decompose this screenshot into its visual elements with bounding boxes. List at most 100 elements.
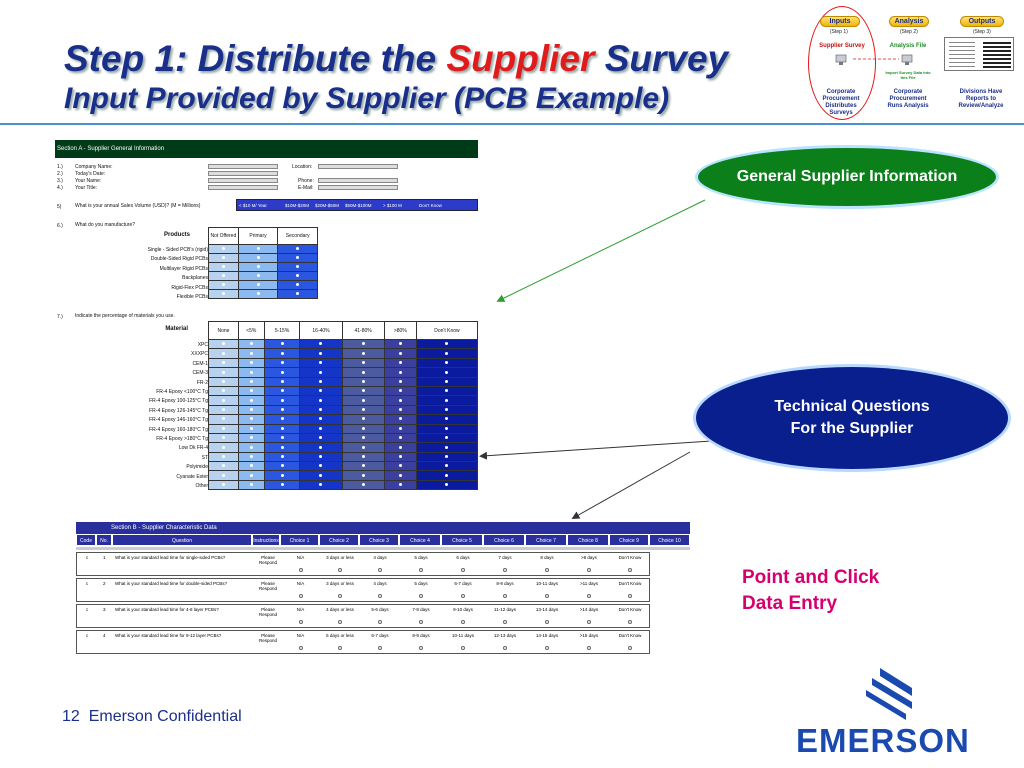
material-radio[interactable] — [299, 348, 343, 359]
material-radio[interactable] — [383, 338, 417, 350]
material-radio[interactable] — [415, 357, 479, 369]
material-radio[interactable] — [341, 414, 385, 425]
material-radio[interactable] — [263, 470, 301, 481]
material-radio[interactable] — [341, 442, 385, 453]
product-radio[interactable] — [208, 253, 239, 263]
sales-option[interactable]: < $10 M/ Year — [239, 203, 267, 208]
material-radio[interactable] — [341, 385, 385, 397]
material-radio[interactable] — [383, 479, 417, 491]
material-radio[interactable] — [415, 338, 479, 350]
choice-radio[interactable] — [419, 594, 423, 598]
material-radio[interactable] — [263, 376, 301, 387]
choice-radio[interactable] — [628, 620, 632, 624]
material-radio[interactable] — [383, 348, 417, 359]
choice-radio[interactable] — [503, 594, 507, 598]
material-radio[interactable] — [263, 461, 301, 472]
choice-radio[interactable] — [419, 646, 423, 650]
product-radio[interactable] — [237, 262, 279, 272]
material-radio[interactable] — [208, 404, 239, 416]
material-radio[interactable] — [415, 367, 479, 378]
date-field[interactable] — [208, 171, 278, 176]
material-radio[interactable] — [208, 376, 239, 387]
material-radio[interactable] — [383, 423, 417, 434]
material-radio[interactable] — [341, 395, 385, 406]
material-radio[interactable] — [237, 357, 265, 369]
product-radio[interactable] — [237, 244, 279, 254]
product-radio[interactable] — [277, 253, 318, 263]
material-radio[interactable] — [208, 479, 239, 491]
product-radio[interactable] — [237, 289, 279, 299]
product-radio[interactable] — [208, 280, 239, 290]
material-radio[interactable] — [263, 348, 301, 359]
title-field[interactable] — [208, 185, 278, 190]
choice-radio[interactable] — [545, 620, 549, 624]
material-radio[interactable] — [299, 404, 343, 416]
material-radio[interactable] — [263, 451, 301, 463]
product-radio[interactable] — [277, 289, 318, 299]
material-radio[interactable] — [415, 451, 479, 463]
choice-radio[interactable] — [298, 646, 303, 650]
choice-radio[interactable] — [587, 594, 591, 598]
material-radio[interactable] — [299, 395, 343, 406]
material-radio[interactable] — [237, 479, 265, 491]
material-radio[interactable] — [383, 414, 417, 425]
material-radio[interactable] — [383, 461, 417, 472]
material-radio[interactable] — [415, 376, 479, 387]
material-radio[interactable] — [341, 357, 385, 369]
sales-option[interactable]: $50M-$100M — [345, 203, 372, 208]
material-radio[interactable] — [208, 470, 239, 481]
sales-option[interactable]: Don't Know — [419, 203, 442, 208]
material-radio[interactable] — [299, 432, 343, 444]
product-radio[interactable] — [277, 244, 318, 254]
material-radio[interactable] — [415, 432, 479, 444]
material-radio[interactable] — [299, 442, 343, 453]
material-radio[interactable] — [383, 470, 417, 481]
choice-radio[interactable] — [298, 568, 303, 572]
material-radio[interactable] — [208, 348, 239, 359]
material-radio[interactable] — [237, 367, 265, 378]
material-radio[interactable] — [415, 414, 479, 425]
choice-radio[interactable] — [587, 646, 591, 650]
product-radio[interactable] — [237, 280, 279, 290]
choice-radio[interactable] — [628, 568, 632, 572]
material-radio[interactable] — [263, 414, 301, 425]
choice-radio[interactable] — [419, 620, 423, 624]
material-radio[interactable] — [299, 451, 343, 463]
choice-radio[interactable] — [587, 568, 591, 572]
material-radio[interactable] — [341, 404, 385, 416]
material-radio[interactable] — [341, 451, 385, 463]
material-radio[interactable] — [299, 461, 343, 472]
material-radio[interactable] — [415, 461, 479, 472]
material-radio[interactable] — [299, 479, 343, 491]
choice-radio[interactable] — [461, 594, 465, 598]
choice-radio[interactable] — [298, 620, 303, 624]
choice-radio[interactable] — [338, 646, 342, 650]
material-radio[interactable] — [263, 479, 301, 491]
material-radio[interactable] — [263, 385, 301, 397]
material-radio[interactable] — [299, 423, 343, 434]
choice-radio[interactable] — [378, 594, 382, 598]
material-radio[interactable] — [341, 461, 385, 472]
material-radio[interactable] — [208, 338, 239, 350]
material-radio[interactable] — [208, 414, 239, 425]
material-radio[interactable] — [383, 367, 417, 378]
material-radio[interactable] — [263, 357, 301, 369]
material-radio[interactable] — [237, 432, 265, 444]
choice-radio[interactable] — [587, 620, 591, 624]
material-radio[interactable] — [208, 367, 239, 378]
material-radio[interactable] — [208, 461, 239, 472]
choice-radio[interactable] — [419, 568, 423, 572]
material-radio[interactable] — [383, 442, 417, 453]
material-radio[interactable] — [208, 395, 239, 406]
choice-radio[interactable] — [378, 568, 382, 572]
material-radio[interactable] — [341, 348, 385, 359]
material-radio[interactable] — [237, 470, 265, 481]
material-radio[interactable] — [237, 461, 265, 472]
material-radio[interactable] — [341, 470, 385, 481]
material-radio[interactable] — [299, 367, 343, 378]
product-radio[interactable] — [237, 253, 279, 263]
material-radio[interactable] — [383, 357, 417, 369]
choice-radio[interactable] — [545, 568, 549, 572]
material-radio[interactable] — [237, 404, 265, 416]
choice-radio[interactable] — [503, 646, 507, 650]
